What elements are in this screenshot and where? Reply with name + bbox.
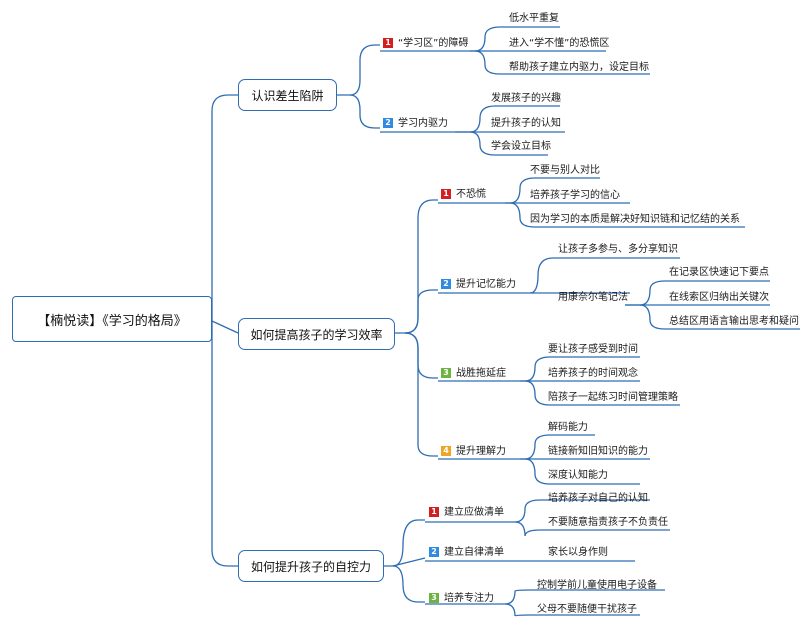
leaf-topic[interactable]: 不要随意指责孩子不负责任 [548, 517, 668, 528]
number-badge: 3 [441, 368, 451, 378]
leaf-topic[interactable]: 不要与别人对比 [530, 165, 600, 176]
branch-topic[interactable]: 如何提高孩子的学习效率 [238, 318, 395, 350]
leaf-topic[interactable]: 用康奈尔笔记法 [558, 292, 628, 303]
number-badge: 2 [429, 547, 439, 557]
leaf-topic[interactable]: 低水平重复 [509, 13, 559, 24]
leaf-topic[interactable]: 在线索区归纳出关键次 [669, 292, 769, 303]
number-badge: 2 [441, 279, 451, 289]
number-badge: 2 [383, 118, 393, 128]
leaf-topic[interactable]: 在记录区快速记下要点 [669, 267, 769, 278]
leaf-topic[interactable]: 因为学习的本质是解决好知识链和记忆结的关系 [530, 214, 740, 225]
leaf-topic[interactable]: 培养孩子对自己的认知 [548, 493, 648, 504]
number-badge: 1 [429, 507, 439, 517]
leaf-topic[interactable]: 提升孩子的认知 [491, 118, 561, 129]
leaf-topic[interactable]: 总结区用语言输出思考和疑问 [669, 316, 799, 327]
leaf-topic[interactable]: 学会设立目标 [491, 141, 551, 152]
subtopic[interactable]: 1“学习区”的障碍 [383, 37, 468, 51]
leaf-topic[interactable]: 控制学前儿童使用电子设备 [537, 580, 657, 591]
leaf-topic[interactable]: 深度认知能力 [548, 470, 608, 481]
branch-topic[interactable]: 如何提升孩子的自控力 [238, 550, 384, 582]
leaf-topic[interactable]: 培养孩子的时间观念 [548, 368, 638, 379]
leaf-topic[interactable]: 家长以身作则 [548, 547, 608, 558]
leaf-topic[interactable]: 陪孩子一起练习时间管理策略 [548, 392, 678, 403]
leaf-topic[interactable]: 让孩子多参与、多分享知识 [558, 244, 678, 255]
number-badge: 3 [429, 593, 439, 603]
leaf-topic[interactable]: 链接新知旧知识的能力 [548, 446, 648, 457]
branch-topic[interactable]: 认识差生陷阱 [238, 79, 337, 111]
leaf-topic[interactable]: 要让孩子感受到时间 [548, 344, 638, 355]
leaf-topic[interactable]: 发展孩子的兴趣 [491, 93, 561, 104]
leaf-topic[interactable]: 解码能力 [548, 422, 588, 433]
root-topic[interactable]: 【楠悦读】《学习的格局》 [12, 296, 212, 342]
leaf-topic[interactable]: 父母不要随便干扰孩子 [537, 604, 637, 615]
leaf-topic[interactable]: 帮助孩子建立内驱力，设定目标 [509, 62, 649, 73]
number-badge: 1 [441, 189, 451, 199]
leaf-topic[interactable]: 培养孩子学习的信心 [530, 190, 620, 201]
number-badge: 4 [441, 446, 451, 456]
leaf-topic[interactable]: 进入“学不懂”的恐慌区 [509, 38, 610, 49]
number-badge: 1 [383, 38, 393, 48]
